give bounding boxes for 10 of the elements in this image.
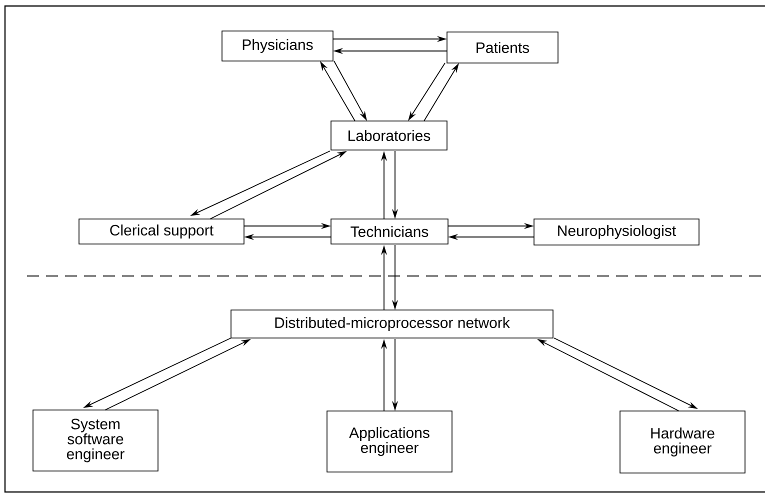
- box: System software engineer: [32, 410, 158, 472]
- box: Clerical support: [78, 218, 244, 244]
- box: Hardware engineer: [620, 410, 746, 474]
- box: Physicians: [222, 30, 334, 62]
- box: Technicians: [330, 218, 448, 244]
- box: Laboratories: [330, 120, 448, 150]
- box: Neurophysiologist: [534, 218, 700, 246]
- box: Distributed-microprocessor network: [230, 310, 554, 338]
- box: Patients: [446, 32, 558, 64]
- box: Applications engineer: [326, 410, 452, 472]
